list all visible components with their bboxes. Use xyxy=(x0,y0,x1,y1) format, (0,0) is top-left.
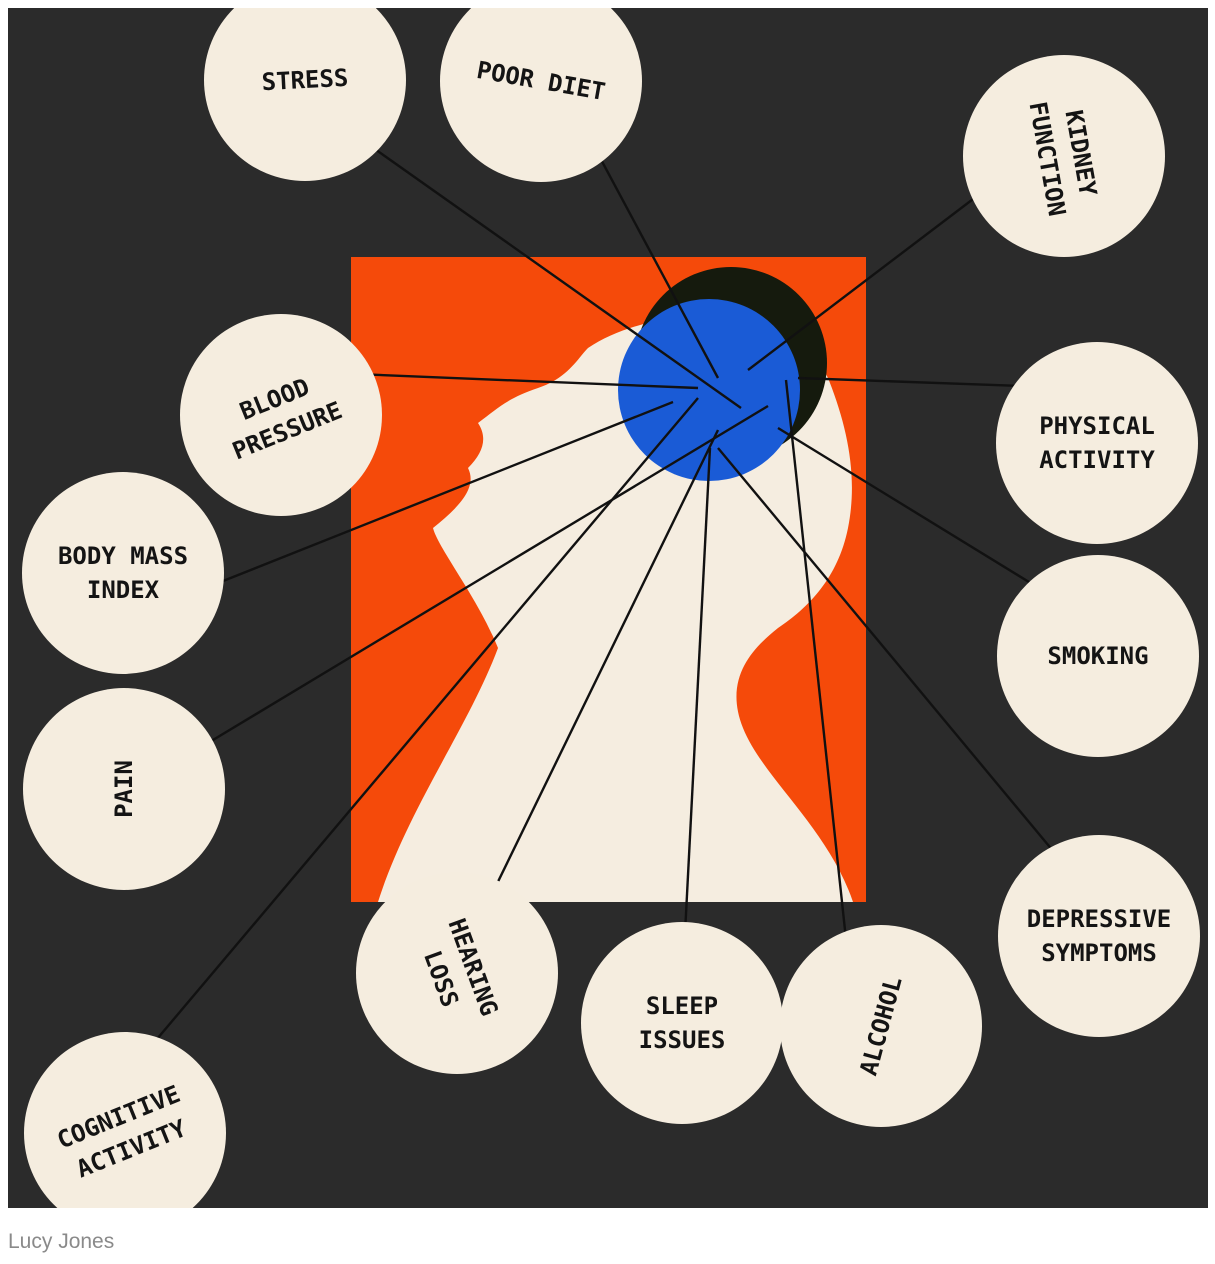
brain-circle-icon xyxy=(618,299,800,481)
kidney-function-circle xyxy=(963,55,1165,257)
stress-circle xyxy=(204,8,406,181)
pain-label-line: PAIN xyxy=(110,760,138,818)
stress-label-line: STRESS xyxy=(261,64,349,96)
stress-bubble: STRESS xyxy=(204,8,406,181)
depressive-symptoms-connector-line xyxy=(717,447,1089,894)
pain-circle xyxy=(23,688,225,890)
body-mass-index-circle xyxy=(22,472,224,674)
alcohol-bubble: ALCOHOL xyxy=(780,925,982,1127)
blood-pressure-circle xyxy=(180,314,382,516)
poor-diet-bubble: POOR DIET xyxy=(440,8,642,182)
physical-activity-bubble: PHYSICAL ACTIVITY xyxy=(996,342,1198,544)
cognitive-activity-bubble: COGNITIVEACTIVITY xyxy=(24,1032,226,1208)
blood-pressure-bubble: BLOODPRESSURE xyxy=(180,314,382,516)
stress-label: STRESS xyxy=(261,64,349,96)
pain-connector-line xyxy=(197,404,769,751)
smoking-label-line: SMOKING xyxy=(1047,642,1148,670)
smoking-circle xyxy=(997,555,1199,757)
body-mass-index-bubble: BODY MASS INDEX xyxy=(22,472,224,674)
physical-activity-label-line: ACTIVITY xyxy=(1039,446,1155,474)
kidney-function-connector-line xyxy=(747,170,1011,371)
depressive-symptoms-label-line: DEPRESSIVE xyxy=(1027,905,1172,933)
sleep-issues-label: SLEEP ISSUES xyxy=(639,992,726,1054)
illustration-canvas: STRESS POOR DIET KIDNEYFUNCTION BLOODPRESSU… xyxy=(22,8,1200,1208)
poor-diet-circle xyxy=(440,8,642,182)
stress-connector-line xyxy=(347,129,742,409)
hearing-loss-connector-line xyxy=(471,429,720,934)
physical-activity-label: PHYSICAL ACTIVITY xyxy=(1039,412,1155,474)
kidney-function-bubble: KIDNEYFUNCTION xyxy=(963,55,1165,257)
depressive-symptoms-label-line: SYMPTOMS xyxy=(1041,939,1157,967)
alcohol-connector-line xyxy=(784,379,850,959)
pain-bubble: PAIN xyxy=(23,688,225,890)
sleep-issues-bubble: SLEEP ISSUES xyxy=(581,922,783,1124)
risk-factor-bubbles: STRESS POOR DIET KIDNEYFUNCTION BLOODPRESSU… xyxy=(22,8,1200,1208)
depressive-symptoms-circle xyxy=(998,835,1200,1037)
poor-diet-connector-line xyxy=(588,138,720,379)
hearing-loss-circle xyxy=(356,872,558,1074)
image-credit: Lucy Jones xyxy=(8,1230,115,1253)
connector-lines xyxy=(129,129,1089,1072)
alcohol-circle xyxy=(780,925,982,1127)
smoking-label: SMOKING xyxy=(1047,642,1148,670)
sleep-issues-label-line: SLEEP xyxy=(646,992,718,1020)
cognitive-activity-connector-line xyxy=(129,397,699,1072)
smoking-bubble: SMOKING xyxy=(997,555,1199,757)
depressive-symptoms-label: DEPRESSIVE SYMPTOMS xyxy=(1027,905,1172,967)
sleep-issues-circle xyxy=(581,922,783,1124)
illustration: STRESS POOR DIET KIDNEYFUNCTION BLOODPRESSU… xyxy=(8,8,1208,1208)
body-mass-index-label-line: INDEX xyxy=(87,576,160,604)
depressive-symptoms-bubble: DEPRESSIVE SYMPTOMS xyxy=(998,835,1200,1037)
body-mass-index-label: BODY MASS INDEX xyxy=(58,542,188,604)
blood-pressure-connector-line xyxy=(330,371,699,390)
pain-label: PAIN xyxy=(110,760,138,818)
hearing-loss-bubble: HEARINGLOSS xyxy=(356,872,558,1074)
body-mass-index-connector-line xyxy=(217,400,674,585)
smoking-connector-line xyxy=(777,426,1069,608)
body-mass-index-label-line: BODY MASS xyxy=(58,542,188,570)
sleep-issues-connector-line xyxy=(682,447,712,954)
physical-activity-circle xyxy=(996,342,1198,544)
physical-activity-connector-line xyxy=(797,376,1051,389)
cognitive-activity-circle xyxy=(24,1032,226,1208)
physical-activity-label-line: PHYSICAL xyxy=(1039,412,1155,440)
sleep-issues-label-line: ISSUES xyxy=(639,1026,726,1054)
